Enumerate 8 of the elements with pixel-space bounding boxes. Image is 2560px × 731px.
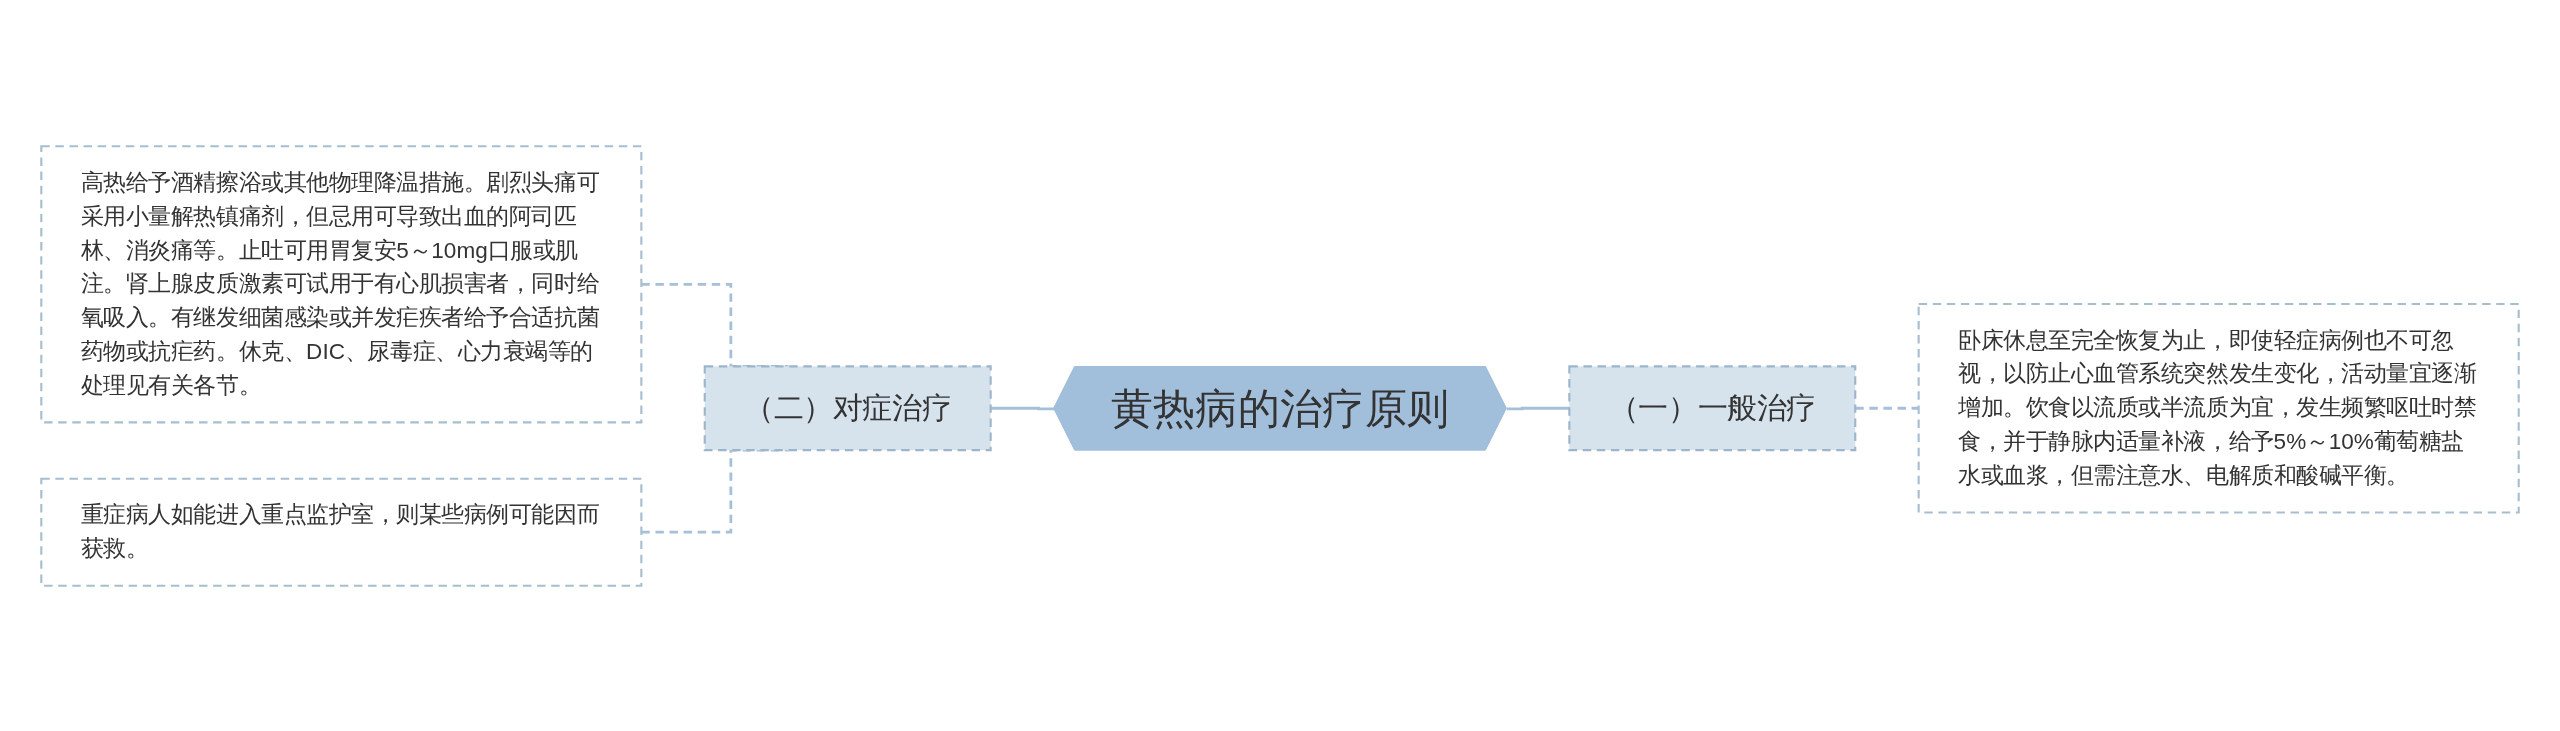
node-box: （一）一般治疗 <box>1568 364 1857 451</box>
connector <box>990 406 1055 410</box>
node-box: 卧床休息至完全恢复为止，即使轻症病例也不可忽视，以防止心血管系统突然发生变化，活动量宜逐渐增加。饮食以流质或半流质为宜，发生频繁呕吐时禁食，并于静脉内适量补液，给予5%～10%葡萄糖盐水或血浆，但需注意水、电解质和酸碱平衡。 <box>1917 302 2520 514</box>
node-box: 重症病人如能进入重点监护室，则某些病例可能因而获救。 <box>40 477 643 587</box>
node-box: （二）对症治疗 <box>703 364 992 451</box>
connector <box>1855 406 1919 410</box>
connector <box>1506 406 1570 410</box>
node-box: 高热给予酒精擦浴或其他物理降温措施。剧烈头痛可采用小量解热镇痛剂，但忌用可导致出血的阿司匹林、消炎痛等。止吐可用胃复安5～10mg口服或肌注。肾上腺皮质激素可试用于有心肌损害者，同时给氧吸入。有继发细菌感染或并发疟疾者给予合适抗菌药物或抗疟药。休克、DIC、尿毒症、心力衰竭等的处理见有关各节。 <box>40 144 643 423</box>
